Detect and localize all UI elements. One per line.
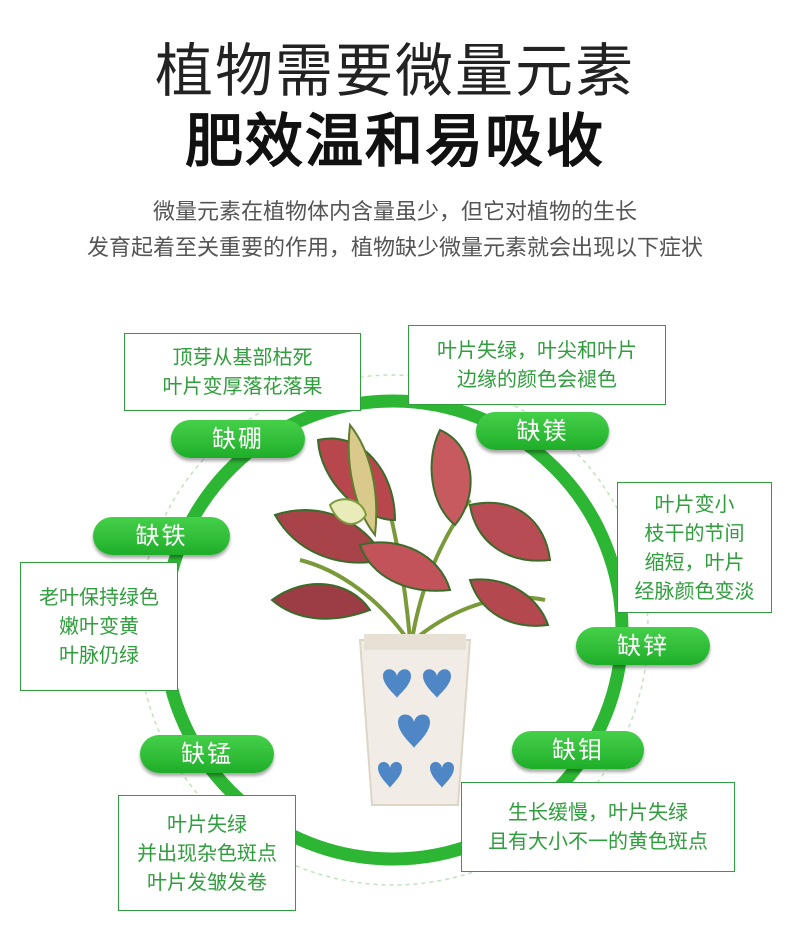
symptom-line: 且有大小不一的黄色斑点 (488, 829, 708, 853)
symptom-line: 生长缓慢，叶片失绿 (508, 800, 688, 824)
symptom-line: 叶片发皱发卷 (147, 869, 267, 894)
label-zinc-deficiency: 缺锌 (576, 627, 710, 665)
symptom-box-magnesium: 叶片失绿，叶尖和叶片 边缘的颜色会褪色 (408, 325, 666, 405)
label-magnesium-deficiency: 缺镁 (476, 412, 609, 450)
symptom-line: 叶片失绿，叶尖和叶片 (437, 338, 637, 362)
symptom-line: 顶芽从基部枯死 (172, 345, 313, 369)
symptom-line: 经脉颜色变淡 (634, 578, 755, 603)
symptom-line: 枝干的节间 (644, 520, 745, 545)
label-molybdenum-deficiency: 缺钼 (512, 731, 644, 769)
symptom-line: 叶脉仍绿 (59, 643, 139, 667)
symptom-line: 叶片变小 (654, 491, 735, 516)
symptom-box-manganese: 叶片失绿 并出现杂色斑点 叶片发皱发卷 (118, 795, 296, 911)
title-line-1: 植物需要微量元素 (154, 37, 635, 105)
description-line-2: 发育起着至关重要的作用，植物缺少微量元素就会出现以下症状 (86, 236, 703, 261)
description-line-1: 微量元素在植物体内含量虽少，但它对植物的生长 (152, 200, 637, 225)
symptom-box-molybdenum: 生长缓慢，叶片失绿 且有大小不一的黄色斑点 (461, 782, 735, 872)
symptom-line: 缩短，叶片 (644, 549, 745, 574)
symptom-line: 嫩叶变黄 (59, 614, 139, 638)
symptom-line: 老叶保持绿色 (39, 585, 159, 609)
potted-plant-illustration (270, 422, 552, 806)
symptom-line: 叶片失绿 (167, 811, 247, 836)
symptom-line: 叶片变厚落花落果 (162, 374, 323, 398)
title-line-2: 肥效温和易吸收 (184, 107, 605, 175)
label-iron-deficiency: 缺铁 (93, 517, 230, 555)
symptom-line: 并出现杂色斑点 (137, 840, 277, 865)
label-boron-deficiency: 缺硼 (171, 420, 305, 458)
symptom-box-boron: 顶芽从基部枯死 叶片变厚落花落果 (124, 333, 361, 411)
label-manganese-deficiency: 缺锰 (140, 735, 274, 773)
symptom-line: 边缘的颜色会褪色 (457, 367, 617, 391)
symptom-box-zinc: 叶片变小 枝干的节间 缩短，叶片 经脉颜色变淡 (617, 482, 772, 613)
symptom-box-iron: 老叶保持绿色 嫩叶变黄 叶脉仍绿 (20, 562, 178, 691)
